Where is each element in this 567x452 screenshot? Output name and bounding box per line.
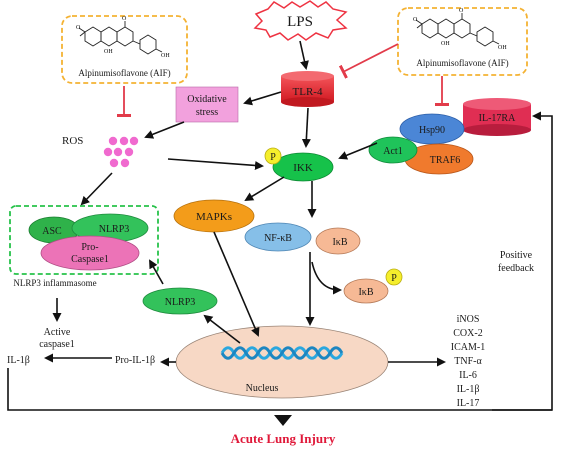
act1-node: Act1: [368, 136, 418, 164]
arrow-tlr4-oxidative: [243, 91, 282, 106]
lps-label: LPS: [287, 14, 313, 30]
arrow-act1-ikk: [338, 142, 378, 160]
il17ra-label: IL-17RA: [479, 113, 516, 124]
svg-text:P: P: [391, 273, 397, 284]
svg-text:O: O: [459, 8, 464, 14]
nucleus-label: Nucleus: [246, 383, 279, 394]
hsp90-node: Hsp90: [399, 113, 465, 145]
ikk-label: IKK: [293, 162, 313, 174]
arrow-nucleus-nlrp3: [203, 314, 241, 344]
ikk-phospho-badge: [264, 147, 282, 165]
inhibit-aif-tlr4: [338, 43, 399, 79]
arrow-mapks-nucleus: [213, 231, 260, 337]
nucleus: Nucleus: [175, 325, 389, 399]
nfkb-label: NF-κB: [264, 233, 292, 244]
molecule-structure-right: [415, 13, 500, 47]
svg-text:P: P: [270, 152, 276, 163]
nlrp3-free-label: NLRP3: [165, 297, 196, 308]
svg-text:OH: OH: [104, 49, 113, 55]
cytokine-item: IL-1β: [457, 384, 480, 395]
arrow-oxidative-ros: [144, 121, 185, 139]
ikb-label: IκB: [332, 237, 347, 248]
oxidative-stress-label-line1: Oxidative: [187, 94, 227, 105]
pro-caspase-label-line2: Caspase1: [71, 254, 109, 265]
ikb-phospho-badge: [385, 268, 403, 286]
tlr4-label: TLR-4: [293, 86, 323, 98]
positive-feedback-line1: Positive: [500, 250, 533, 261]
svg-text:O: O: [122, 16, 127, 22]
svg-text:O: O: [76, 25, 81, 31]
svg-text:OH: OH: [441, 41, 450, 47]
mapks-node: MAPKs: [173, 199, 255, 233]
act1-label: Act1: [383, 146, 402, 157]
dna-strand-2: [220, 346, 344, 360]
tlr4-receptor: TLR-4: [281, 71, 334, 107]
arrow-nlrp3-inflammasome: [149, 259, 164, 285]
ros-label: ROS: [62, 135, 83, 147]
nlrp3-free-node: NLRP3: [142, 287, 218, 315]
ikk-node: IKK P: [264, 147, 334, 182]
arrow-tlr4-ikk: [301, 107, 311, 148]
ros-dots: [103, 136, 139, 168]
active-caspase-label-line1: Active: [44, 327, 71, 338]
outcome-label: Acute Lung Injury: [231, 431, 336, 446]
il1b-out-label: IL-1β: [7, 355, 30, 366]
cytokine-item: iNOS: [457, 314, 480, 325]
ikb-free-label: IκB: [358, 287, 373, 298]
oxidative-stress-box: Oxidative stress: [175, 86, 239, 123]
mapks-label: MAPKs: [196, 211, 232, 223]
inhibitions: [117, 43, 449, 117]
bottom-bracket: [7, 368, 552, 411]
positive-feedback-line2: feedback: [498, 263, 534, 274]
compound-box-left: O O OH OH Alpinumisoflavone (AIF): [61, 15, 188, 84]
arrow-positive-feedback: [492, 111, 553, 411]
compound-label-right: Alpinumisoflavone (AIF): [416, 58, 508, 68]
lps-starburst: LPS: [253, 0, 348, 41]
il17ra-receptor: IL-17RA: [463, 98, 531, 136]
compound-label-left: Alpinumisoflavone (AIF): [78, 68, 170, 78]
cytokine-list: iNOS COX-2 ICAM-1 TNF-α IL-6 IL-1β IL-17: [451, 314, 485, 409]
cytokine-item: IL-6: [459, 370, 477, 381]
nlrp3-in-complex-label: NLRP3: [99, 224, 130, 235]
arrows: [7, 40, 553, 411]
ikb-free-node: IκB P: [343, 268, 403, 304]
asc-label: ASC: [42, 226, 62, 237]
pro-il1b-label: Pro-IL-1β: [115, 355, 155, 366]
traf6-label: TRAF6: [430, 155, 461, 166]
svg-text:OH: OH: [161, 53, 170, 59]
svg-text:OH: OH: [498, 45, 507, 51]
nfkb-ikb-complex: IκB NF-κB: [244, 222, 361, 255]
cytokine-item: COX-2: [453, 328, 482, 339]
arrow-ikb-release: [311, 261, 342, 295]
active-caspase-label-line2: caspase1: [39, 339, 75, 350]
svg-text:O: O: [413, 17, 418, 23]
molecule-structure-left: [78, 21, 163, 55]
compound-box-right: O O OH OH Alpinumisoflavone (AIF): [397, 7, 528, 76]
pro-caspase-label-line1: Pro-: [81, 242, 98, 253]
cytokine-item: ICAM-1: [451, 342, 485, 353]
cytokine-item: IL-17: [457, 398, 480, 409]
arrow-ros-ikk: [167, 158, 264, 170]
inflammasome-caption: NLRP3 inflammasome: [13, 278, 96, 288]
arrow-lps-tlr4: [299, 40, 309, 70]
cytokine-item: TNF-α: [454, 356, 482, 367]
oxidative-stress-label-line2: stress: [196, 107, 218, 118]
arrow-ros-inflammasome: [80, 172, 113, 206]
nlrp3-inflammasome: ASC NLRP3 Pro- Caspase1: [9, 205, 159, 275]
arrow-to-outcome: [274, 415, 292, 426]
arrow-ikk-mapks: [244, 176, 285, 202]
hsp90-label: Hsp90: [419, 125, 445, 136]
